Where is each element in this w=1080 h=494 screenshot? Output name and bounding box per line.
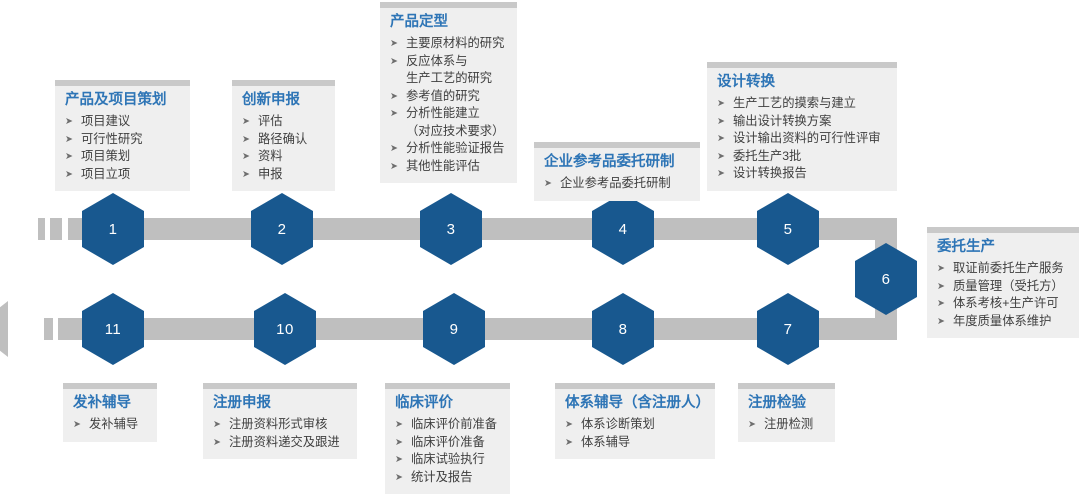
list-item: 申报 [242,166,325,184]
step-node-2[interactable]: 2 [251,193,313,265]
list-item: 路径确认 [242,131,325,149]
card-item-list: 生产工艺的摸索与建立 输出设计转换方案 设计输出资料的可行性评审 委托生产3批 … [717,95,887,183]
step-node-5[interactable]: 5 [757,193,819,265]
step-number-11: 11 [104,320,122,338]
list-item: 委托生产3批 [717,148,887,166]
flow-end-arrow-icon [0,301,8,357]
card-title: 产品及项目策划 [65,92,167,108]
card-item-list: 主要原材料的研究 反应体系与 生产工艺的研究 参考值的研究 分析性能建立 （对应… [390,35,507,175]
list-item: 注册检测 [748,416,825,434]
card-item-list: 注册检测 [748,416,825,434]
step-node-10[interactable]: 10 [254,293,316,365]
step-number-4: 4 [618,220,628,238]
card-supplementary-guidance[interactable]: 发补辅导 发补辅导 [63,383,157,442]
list-item: 体系诊断策划 [565,416,705,434]
card-design-transfer[interactable]: 设计转换 生产工艺的摸索与建立 输出设计转换方案 设计输出资料的可行性评审 委托… [707,62,897,191]
card-enterprise-reference-entrusted-development[interactable]: 企业参考品委托研制 企业参考品委托研制 [534,142,700,201]
list-item-continuation: （对应技术要求） [406,123,505,138]
list-item: 项目策划 [65,148,180,166]
step-number-5: 5 [783,220,793,238]
card-title: 企业参考品委托研制 [544,154,675,170]
card-innovation-application[interactable]: 创新申报 评估 路径确认 资料 申报 [232,80,335,192]
list-item: 质量管理（受托方） [937,278,1069,296]
step-number-8: 8 [618,320,628,338]
band-dash-1 [38,218,45,240]
list-item: 参考值的研究 [390,88,507,106]
card-title: 设计转换 [717,74,775,90]
card-title: 产品定型 [390,14,448,30]
list-item: 体系考核+生产许可 [937,295,1069,313]
list-item: 生产工艺的摸索与建立 [717,95,887,113]
card-item-list: 临床评价前准备 临床评价准备 临床试验执行 统计及报告 [395,416,500,486]
card-registration-application[interactable]: 注册申报 注册资料形式审核 注册资料递交及跟进 [203,383,357,460]
step-node-11[interactable]: 11 [82,293,144,365]
list-item: 企业参考品委托研制 [544,175,690,193]
list-item: 设计转换报告 [717,165,887,183]
step-number-2: 2 [277,220,287,238]
list-item: 临床评价准备 [395,434,500,452]
step-number-10: 10 [276,320,294,338]
step-node-6[interactable]: 6 [855,243,917,315]
card-item-list: 发补辅导 [73,416,147,434]
list-item: 资料 [242,148,325,166]
card-item-list: 项目建议 可行性研究 项目策划 项目立项 [65,113,180,183]
card-title: 体系辅导（含注册人） [565,395,710,411]
card-system-guidance[interactable]: 体系辅导（含注册人） 体系诊断策划 体系辅导 [555,383,715,460]
card-item-list: 注册资料形式审核 注册资料递交及跟进 [213,416,347,451]
list-item: 项目立项 [65,166,180,184]
step-number-9: 9 [449,320,459,338]
step-node-4[interactable]: 4 [592,193,654,265]
card-item-list: 取证前委托生产服务 质量管理（受托方） 体系考核+生产许可 年度质量体系维护 [937,260,1069,330]
card-registration-testing[interactable]: 注册检验 注册检测 [738,383,835,442]
list-item: 体系辅导 [565,434,705,452]
card-title: 注册申报 [213,395,271,411]
step-node-8[interactable]: 8 [592,293,654,365]
list-item: 注册资料递交及跟进 [213,434,347,452]
list-item: 年度质量体系维护 [937,313,1069,331]
card-entrusted-manufacturing[interactable]: 委托生产 取证前委托生产服务 质量管理（受托方） 体系考核+生产许可 年度质量体… [927,227,1079,339]
list-item: 其他性能评估 [390,158,507,176]
step-node-9[interactable]: 9 [423,293,485,365]
list-item: 输出设计转换方案 [717,113,887,131]
list-item: 反应体系与 [390,53,507,71]
band-dash-4 [44,318,53,340]
list-item: 发补辅导 [73,416,147,434]
step-node-1[interactable]: 1 [82,193,144,265]
list-item-continuation: 生产工艺的研究 [406,71,493,86]
list-item: 临床试验执行 [395,451,500,469]
card-product-finalization[interactable]: 产品定型 主要原材料的研究 反应体系与 生产工艺的研究 参考值的研究 分析性能建… [380,2,517,184]
list-item: 注册资料形式审核 [213,416,347,434]
list-item: 可行性研究 [65,131,180,149]
list-item: 临床评价前准备 [395,416,500,434]
list-item: 评估 [242,113,325,131]
list-item: 取证前委托生产服务 [937,260,1069,278]
list-item: 主要原材料的研究 [390,35,507,53]
step-node-3[interactable]: 3 [420,193,482,265]
list-item: 分析性能建立 [390,105,507,123]
card-title: 注册检验 [748,395,806,411]
card-item-list: 企业参考品委托研制 [544,175,690,193]
card-product-project-planning[interactable]: 产品及项目策划 项目建议 可行性研究 项目策划 项目立项 [55,80,190,192]
band-dash-2 [50,218,62,240]
card-clinical-evaluation[interactable]: 临床评价 临床评价前准备 临床评价准备 临床试验执行 统计及报告 [385,383,510,494]
step-node-7[interactable]: 7 [757,293,819,365]
list-item: 设计输出资料的可行性评审 [717,130,887,148]
list-item: 统计及报告 [395,469,500,487]
list-item: 分析性能验证报告 [390,140,507,158]
list-item: 项目建议 [65,113,180,131]
card-item-list: 评估 路径确认 资料 申报 [242,113,325,183]
step-number-6: 6 [881,270,891,288]
card-title: 发补辅导 [73,395,131,411]
step-number-3: 3 [446,220,456,238]
step-number-7: 7 [783,320,793,338]
step-number-1: 1 [108,220,118,238]
card-title: 委托生产 [937,239,995,255]
card-title: 临床评价 [395,395,453,411]
card-title: 创新申报 [242,92,300,108]
card-item-list: 体系诊断策划 体系辅导 [565,416,705,451]
